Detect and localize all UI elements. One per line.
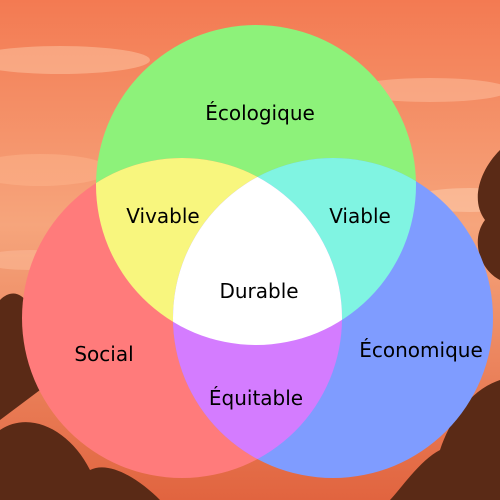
label-ecologique: Écologique [205,101,315,125]
label-economique: Économique [359,338,483,362]
label-viable: Viable [329,204,391,228]
label-vivable: Vivable [126,204,199,228]
label-social: Social [74,342,133,366]
overlap-durable-region [173,158,342,345]
tree-silhouettes [0,150,500,500]
label-durable: Durable [219,279,298,303]
label-equitable: Équitable [209,386,303,410]
